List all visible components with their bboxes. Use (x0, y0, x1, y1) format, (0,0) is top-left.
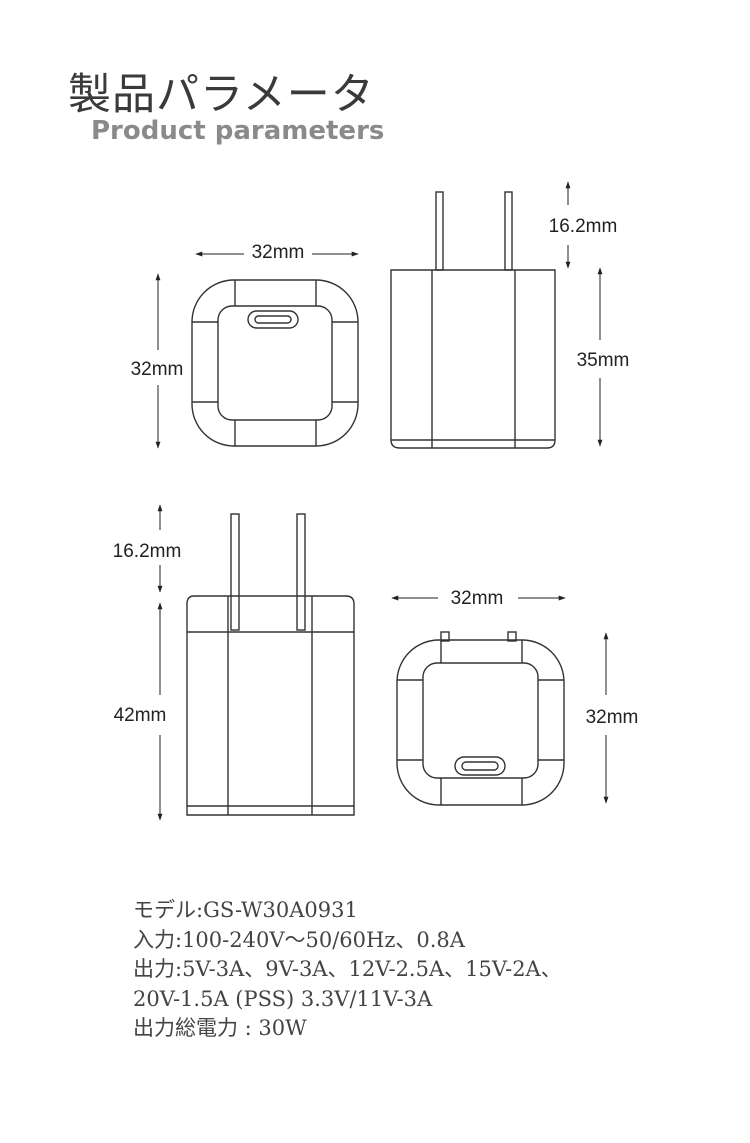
side-body (186, 595, 355, 816)
spec-total-power: 出力総電力 : 30W (133, 1016, 307, 1040)
front-width-label: 32mm (252, 242, 305, 263)
usb-c-port (247, 310, 299, 329)
plug-prongs (230, 513, 306, 631)
spec-model: モデル:GS-W30A0931 (133, 898, 358, 922)
prong-tip (507, 631, 517, 642)
side-top-prong-dimension: 16.2mm (549, 181, 618, 269)
side-view-top (390, 191, 556, 449)
front-view (191, 279, 359, 447)
back-view (396, 631, 565, 806)
page-subtitle: Product parameters (91, 116, 385, 146)
back-width-dimension: 32mm (391, 588, 566, 609)
side-bottom-body-dimension: 42mm (114, 602, 167, 821)
side-bottom-prong-dimension: 16.2mm (113, 504, 182, 593)
spec-list: モデル:GS-W30A0931 入力:100-240V～50/60Hz、0.8A… (133, 896, 562, 1044)
back-height-dimension: 32mm (586, 632, 639, 804)
spec-output: 出力:5V-3A、9V-3A、12V-2.5A、15V-2A、 (133, 957, 562, 981)
side-top-body-label: 35mm (577, 350, 630, 371)
front-outer-body (191, 279, 359, 447)
side-body (390, 269, 556, 449)
back-outer-body (396, 639, 565, 806)
side-top-prong-label: 16.2mm (549, 216, 618, 237)
back-inner-face (422, 662, 539, 779)
spec-input: 入力:100-240V～50/60Hz、0.8A (133, 927, 465, 952)
back-height-label: 32mm (586, 707, 639, 728)
side-bottom-prong-label: 16.2mm (113, 541, 182, 562)
front-width-dimension: 32mm (195, 242, 359, 263)
front-height-dimension: 32mm (131, 273, 184, 449)
side-bottom-body-label: 42mm (114, 705, 167, 726)
usb-c-port (454, 756, 506, 776)
page-title: 製品パラメータ (68, 70, 375, 120)
side-view-bottom (186, 513, 355, 816)
plug-prongs (435, 191, 513, 271)
prong-tip (440, 631, 450, 642)
spec-output-continued: 20V-1.5A (PSS) 3.3V/11V-3A (133, 986, 433, 1011)
back-width-label: 32mm (451, 588, 504, 609)
side-top-body-dimension: 35mm (577, 267, 630, 447)
front-height-label: 32mm (131, 359, 184, 380)
front-inner-face (217, 305, 333, 421)
